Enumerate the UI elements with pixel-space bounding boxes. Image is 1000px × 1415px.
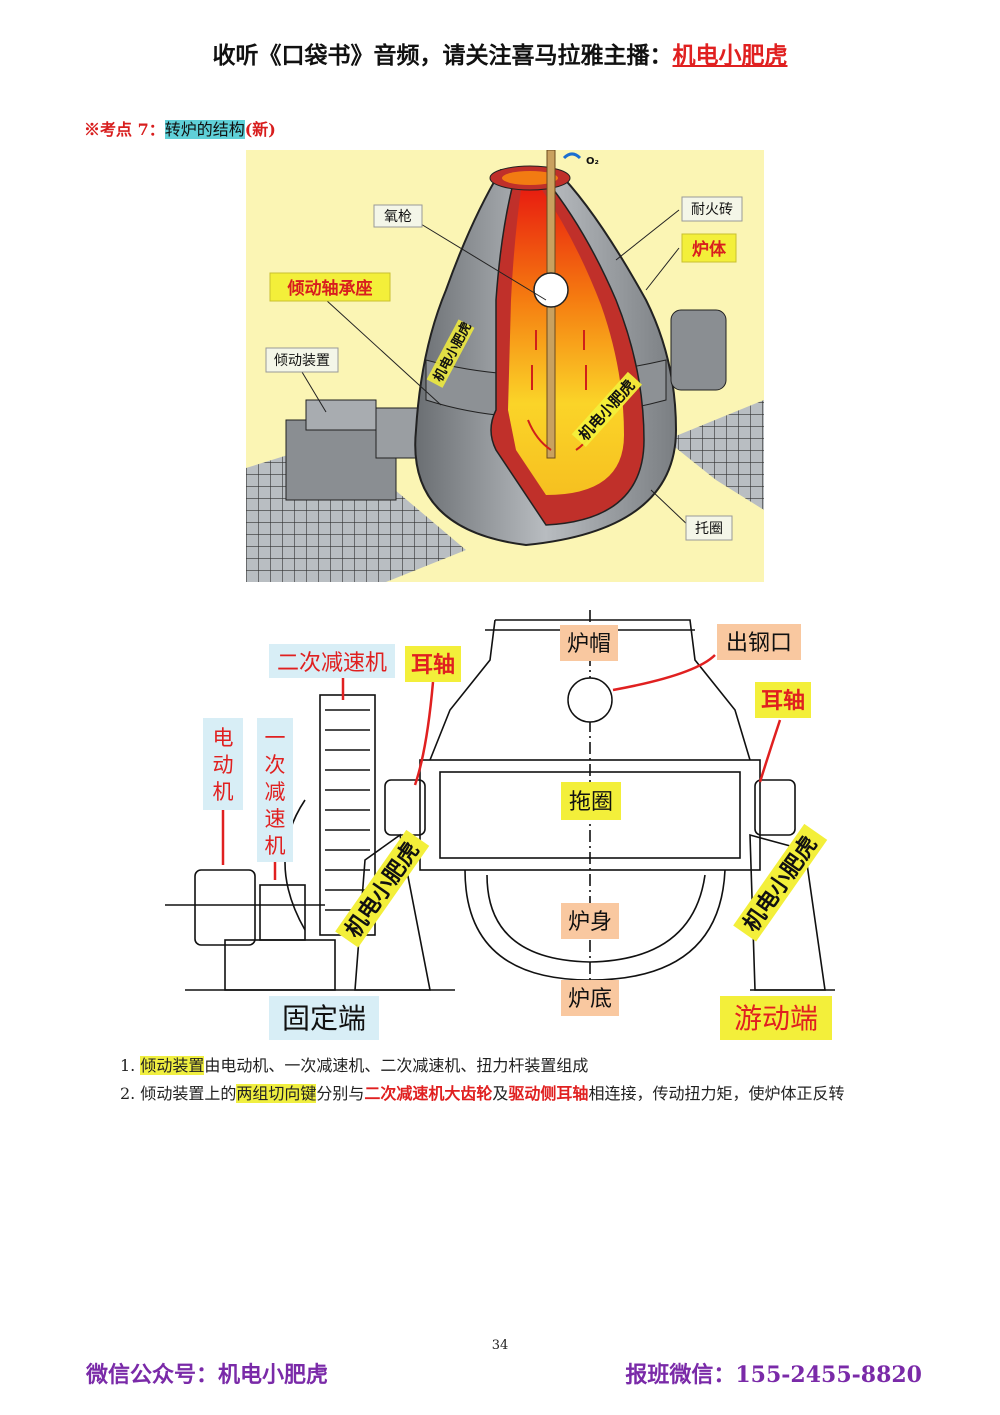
svg-text:倾动装置: 倾动装置 [274,353,330,369]
svg-text:拖圈: 拖圈 [569,790,613,815]
p2-rest: 相连接，传动扭力矩，使炉体正反转 [588,1084,845,1103]
header-brand[interactable]: 机电小肥虎 [672,42,788,69]
svg-text:一次减速机: 一次减速机 [265,726,286,858]
svg-text:炉帽: 炉帽 [567,632,611,657]
label-ring2: 拖圈 [561,782,621,820]
paragraph-2: 2. 倾动装置上的两组切向键分别与二次减速机大齿轮及驱动侧耳轴相连接，传动扭力矩… [84,1080,924,1107]
lance-port-circle [533,272,569,308]
page-number: 34 [491,1338,509,1353]
footer-wechat-account: 微信公众号：机电小肥虎 [86,1362,329,1388]
svg-text:炉体: 炉体 [692,239,727,260]
label-primary-reducer: 一次减速机 [257,718,293,862]
label-motor: 电动机 [203,718,243,810]
section-suffix: (新) [244,120,276,139]
p2-mid1: 分别与 [316,1084,365,1103]
svg-text:固定端: 固定端 [282,1002,366,1035]
label-furnace-cap: 炉帽 [560,625,618,661]
p1-rest: 由电动机、一次减速机、二次减速机、扭力杆装置组成 [204,1056,589,1075]
label-fixed-end: 固定端 [269,996,379,1040]
o2-flow-arrow [562,152,582,160]
label-refractory: 耐火砖 [615,196,743,261]
tap-hole-circle [567,677,613,723]
section-highlight: 转炉的结构 [164,120,245,139]
o2-label: O₂ [586,156,599,167]
svg-text:电动机: 电动机 [213,726,234,804]
section-title: ※考点 7：转炉的结构(新) [84,116,276,140]
p2-num: 2. 倾动装置上的 [120,1084,237,1103]
svg-text:游动端: 游动端 [734,1002,818,1035]
svg-text:耐火砖: 耐火砖 [691,202,733,218]
svg-text:出钢口: 出钢口 [726,631,792,656]
label-trunnion-left: 耳轴 [405,646,461,682]
section-prefix: ※考点 7： [84,120,165,139]
svg-text:炉身: 炉身 [568,910,612,935]
svg-text:二次减速机: 二次减速机 [277,651,387,676]
label-tap-hole: 出钢口 [717,624,801,660]
p2-mid2: 及 [492,1084,509,1103]
label-ring: 托圈 [650,489,733,541]
svg-text:托圈: 托圈 [695,521,723,537]
right-bearing [670,309,727,391]
converter-cutaway-figure: O₂ 氧枪 耐火砖 炉体 倾动轴承座 倾动装置 托圈 机电小肥虎 [246,150,764,582]
svg-text:倾动轴承座: 倾动轴承座 [287,278,373,299]
header-prefix: 收听《口袋书》音频，请关注喜马拉雅主播： [212,42,673,69]
label-furnace-bottom: 炉底 [561,980,619,1016]
paragraph-1: 1. 倾动装置由电动机、一次减速机、二次减速机、扭力杆装置组成 [84,1052,924,1079]
converter-elevation-figure: 二次减速机 耳轴 炉帽 出钢口 耳轴 电动机 一次减速机 拖圈 炉身 炉底 固定… [165,600,855,1045]
right-floor-grid [666,400,764,510]
label-oxygen-lance: 氧枪 [373,204,547,301]
page-header: 收听《口袋书》音频，请关注喜马拉雅主播：机电小肥虎 [0,36,1000,70]
label-tilt-device: 倾动装置 [265,347,339,413]
label-trunnion-right: 耳轴 [755,682,811,718]
p2-red1: 二次减速机大齿轮 [364,1084,493,1103]
figure2-arrows [221,654,782,880]
p1-highlight: 倾动装置 [140,1056,205,1075]
svg-text:氧枪: 氧枪 [384,208,412,225]
label-secondary-reducer: 二次减速机 [269,644,395,678]
svg-text:炉底: 炉底 [568,987,612,1012]
svg-text:耳轴: 耳轴 [761,688,805,714]
p2-highlight: 两组切向键 [236,1084,317,1103]
label-floating-end: 游动端 [720,996,832,1040]
label-furnace-shell: 炉身 [561,903,619,939]
svg-text:耳轴: 耳轴 [411,652,455,678]
p1-num: 1. [120,1056,141,1075]
p2-red2: 驱动侧耳轴 [508,1084,589,1103]
footer-contact: 报班微信：155-2455-8820 [625,1362,922,1388]
label-tilt-bearing: 倾动轴承座 [269,272,442,406]
label-furnace-body: 炉体 [645,233,737,291]
